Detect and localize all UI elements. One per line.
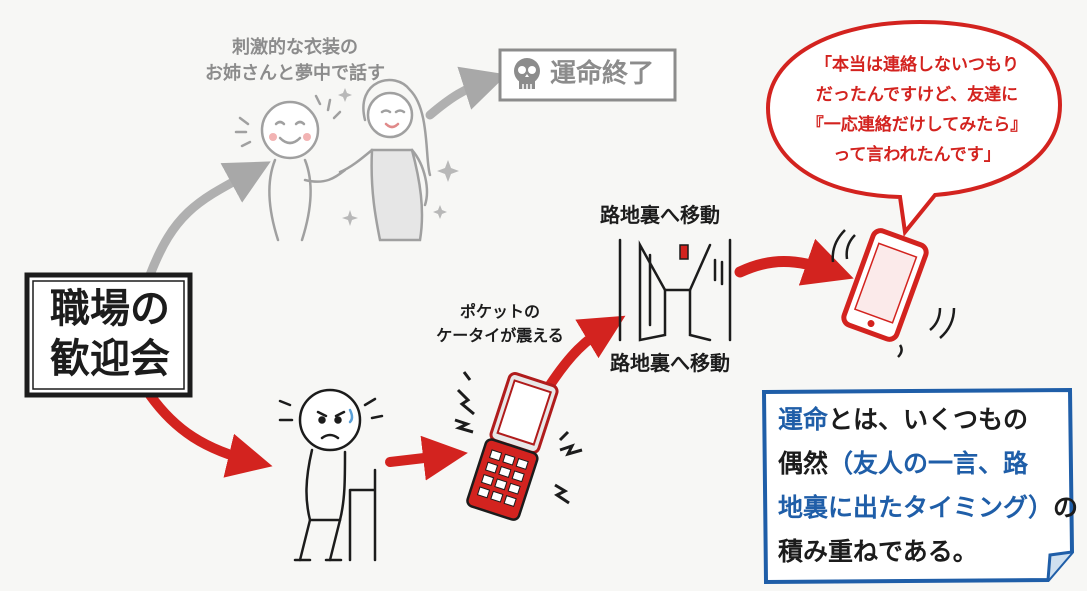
top-caption-line-1: 刺激的な衣装の <box>232 37 358 58</box>
arrow-to-phone <box>385 435 468 481</box>
alley-icon <box>618 238 732 342</box>
arrow-to-alley <box>545 315 626 390</box>
start-box-line-2: 歓迎会 <box>50 336 170 382</box>
woman-figure <box>338 78 432 242</box>
phone-caption-line-1: ポケットの <box>459 302 540 321</box>
alley-label-top: 路地裏へ移動 <box>600 203 720 227</box>
start-box-line-1: 職場の <box>50 286 170 332</box>
phone-caption: ポケットの ケータイが震える <box>415 300 585 348</box>
worried-man-figure <box>278 388 384 562</box>
sparkle-decoration <box>338 88 459 226</box>
start-box-frame <box>24 272 193 398</box>
speech-bubble-shape <box>765 19 1063 237</box>
arrow-to-fate-end <box>425 66 508 120</box>
note-line1-rest: とは、いくつもの <box>828 405 1029 434</box>
conclusion-note-shape <box>761 387 1075 585</box>
note-line2-highlight: （友人の一言、路 <box>828 449 1029 478</box>
flip-phone-icon <box>466 372 559 521</box>
arrow-to-woman-scene <box>145 161 271 280</box>
fate-end-label: 運命終了 <box>550 59 655 89</box>
note-line3-rest: の <box>1053 493 1079 522</box>
note-line4: 積み重ねである。 <box>778 537 978 566</box>
skull-icon <box>514 58 540 89</box>
top-branch-caption: 刺激的な衣装の お姉さんと夢中で話す <box>190 35 400 87</box>
smartphone-vibration <box>831 229 956 358</box>
top-caption-line-2: お姉さんと夢中で話す <box>205 63 385 84</box>
arrow-to-smartphone <box>734 238 854 286</box>
smartphone-icon <box>841 228 929 342</box>
note-fate-word: 運命 <box>778 405 829 434</box>
start-box-label: 職場の 歓迎会 <box>35 284 185 384</box>
speech-bubble-text: 「本当は連絡しないつもり だったんですけど、友達に 『一応連絡だけしてみたら』 … <box>782 50 1052 170</box>
smiling-man-figure <box>234 94 347 242</box>
speech-line-1: 「本当は連絡しないつもり <box>815 55 1019 75</box>
speech-line-4: って言われたんです」 <box>833 145 1001 165</box>
speech-line-3: 『一応連絡だけしてみたら』 <box>806 115 1028 135</box>
speech-line-2: だったんですけど、友達に <box>815 85 1019 105</box>
phone-caption-line-2: ケータイが震える <box>436 326 564 345</box>
conclusion-note-text: 運命とは、いくつもの 偶然（友人の一言、路 地裏に出たタイミング）の 積み重ねで… <box>778 398 1078 574</box>
arrow-to-worried-man <box>145 390 273 478</box>
note-line3-highlight: 地裏に出たタイミング） <box>778 493 1054 522</box>
alley-label-bottom: 路地裏へ移動 <box>610 351 730 375</box>
vibration-marks <box>454 371 583 505</box>
note-coincidence-word: 偶然 <box>778 449 829 478</box>
